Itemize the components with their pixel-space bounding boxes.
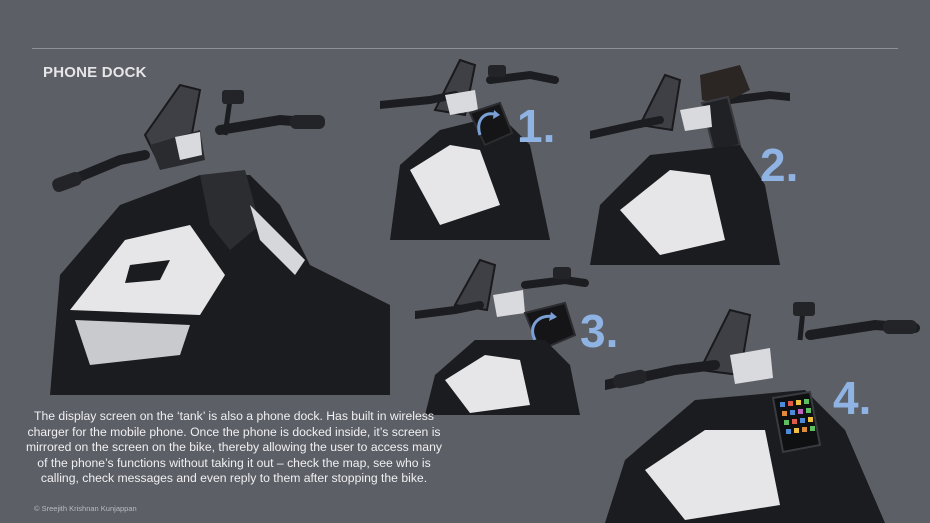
- step-4-label: 4.: [833, 372, 872, 424]
- step-4-illustration: [605, 302, 920, 523]
- header-divider: [32, 48, 898, 49]
- step-2-illustration: [590, 65, 790, 265]
- step-3-label: 3.: [580, 305, 619, 357]
- page-title: PHONE DOCK: [43, 64, 147, 81]
- step-1-label: 1.: [517, 100, 556, 152]
- phone-icon: [771, 390, 822, 454]
- step-1-illustration: [380, 58, 559, 240]
- step-2-label: 2.: [760, 139, 799, 191]
- step-3-illustration: [415, 258, 589, 415]
- description-text: The display screen on the ‘tank’ is also…: [26, 409, 442, 486]
- main-bike-illustration: [50, 83, 390, 395]
- copyright-credit: © Sreejith Krishnan Kunjappan: [34, 504, 137, 513]
